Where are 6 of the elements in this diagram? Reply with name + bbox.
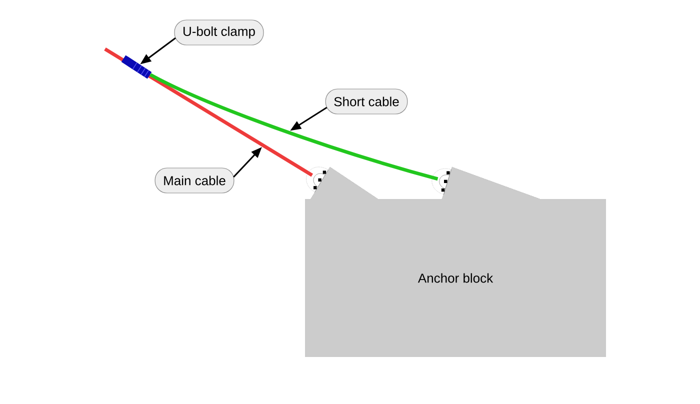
label-bubble: Short cable	[325, 88, 408, 114]
clamp	[121, 55, 152, 79]
label-bubble: Main cable	[154, 168, 234, 194]
cable	[149, 73, 438, 181]
label-bubble: U-bolt clamp	[174, 20, 264, 46]
node-label: Anchor block	[418, 273, 494, 283]
